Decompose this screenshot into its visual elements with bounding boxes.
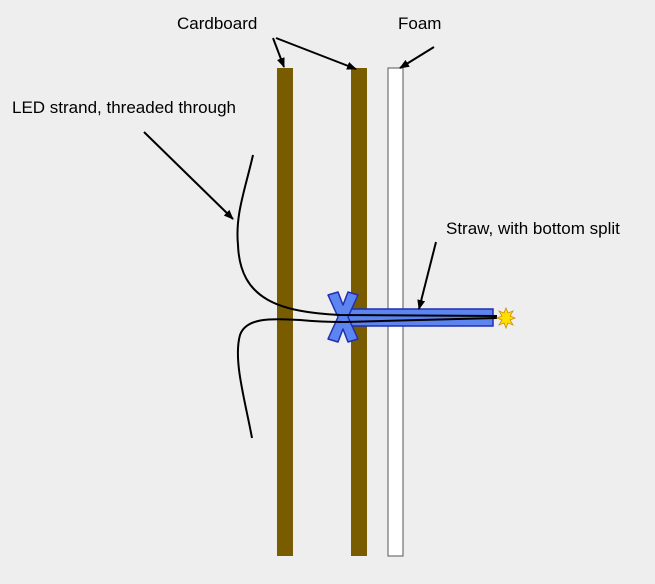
label-cardboard: Cardboard (177, 14, 258, 33)
cardboard-layer-left (277, 68, 293, 556)
straw-split-end (327, 291, 359, 343)
straw-tube (339, 308, 494, 327)
arrow-cardboard-left (272, 37, 285, 68)
led-strand-upper (236, 154, 498, 317)
arrow-straw (417, 241, 437, 310)
label-straw: Straw, with bottom split (446, 219, 620, 238)
arrow-cardboard-right (275, 37, 357, 70)
led-spark-icon (495, 306, 517, 330)
arrow-led-strand (143, 131, 234, 220)
led-strand-lower (236, 317, 498, 439)
label-foam: Foam (398, 14, 442, 33)
label-led-strand: LED strand, threaded through (12, 98, 236, 117)
arrow-foam (399, 46, 435, 69)
